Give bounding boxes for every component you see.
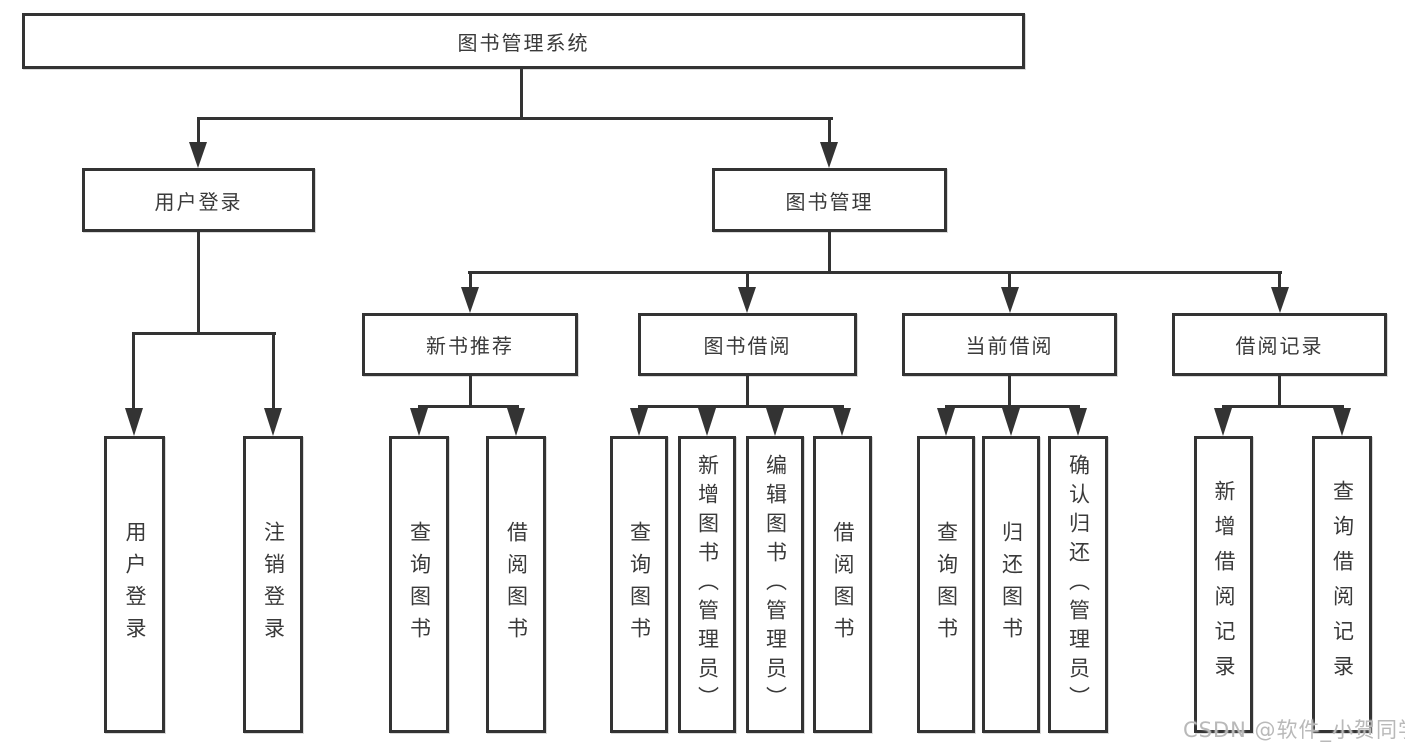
arrowhead-bb-query	[630, 408, 648, 436]
arrowhead-cb-return	[1002, 408, 1020, 436]
connector-user-login-stem	[197, 232, 200, 335]
node-current-borrow: 当前借阅	[902, 313, 1117, 376]
connector-book-mgmt-stem	[828, 232, 831, 273]
node-bb-query-books: 查询图书	[610, 436, 668, 733]
node-cb-query-books-label: 查询图书	[934, 520, 959, 649]
connector-borrow-records-stem	[1278, 376, 1281, 407]
connector-to-logout-leaf-stem	[272, 332, 275, 410]
node-new-book-rec: 新书推荐	[362, 313, 578, 376]
node-bb-add-books: 新增图书（管理员）	[678, 436, 736, 733]
node-nbr-borrow-books-label: 借阅图书	[504, 520, 529, 649]
node-nbr-query-books-label: 查询图书	[407, 520, 432, 649]
connector-to-user-login-stem	[197, 117, 200, 146]
node-cb-confirm-return-label: 确认归还（管理员）	[1066, 454, 1091, 715]
node-logout-leaf: 注销登录	[243, 436, 303, 733]
arrowhead-current-borrow	[1001, 287, 1019, 313]
node-nbr-borrow-books: 借阅图书	[486, 436, 546, 733]
node-borrow-records: 借阅记录	[1172, 313, 1387, 376]
node-book-borrow-label: 图书借阅	[703, 334, 792, 358]
connector-user-login-hbar	[132, 332, 276, 335]
arrowhead-book-borrow	[738, 287, 756, 313]
arrowhead-user-login	[189, 142, 207, 168]
node-root: 图书管理系统	[22, 13, 1025, 69]
arrowhead-cb-query	[937, 408, 955, 436]
connector-new-book-rec-hbar	[418, 405, 519, 408]
node-bb-borrow-books-label: 借阅图书	[831, 520, 855, 649]
node-br-query-record: 查询借阅记录	[1312, 436, 1372, 733]
arrowhead-logout-leaf	[264, 408, 282, 436]
connector-to-book-borrow-stem	[746, 271, 749, 289]
csdn-watermark: CSDN @软件_小贺同学	[1183, 718, 1405, 742]
node-bb-add-books-label: 新增图书（管理员）	[695, 454, 720, 715]
node-br-add-record-label: 新增借阅记录	[1212, 479, 1236, 690]
connector-current-borrow-stem	[1008, 376, 1011, 407]
node-book-mgmt-label: 图书管理	[785, 189, 874, 214]
arrowhead-bb-add	[698, 408, 716, 436]
node-br-add-record: 新增借阅记录	[1194, 436, 1253, 733]
node-br-query-record-label: 查询借阅记录	[1330, 479, 1355, 690]
connector-to-current-borrow-stem	[1008, 271, 1011, 289]
node-book-borrow: 图书借阅	[638, 313, 857, 376]
node-logout-leaf-label: 注销登录	[261, 520, 286, 649]
arrowhead-nbr-query	[410, 408, 428, 436]
connector-root-stem	[520, 69, 523, 119]
node-bb-edit-books-label: 编辑图书（管理员）	[763, 454, 788, 715]
arrowhead-cb-confirm	[1069, 408, 1087, 436]
connector-to-login-leaf-stem	[132, 332, 135, 410]
arrowhead-bb-edit	[766, 408, 784, 436]
node-cb-return-books: 归还图书	[982, 436, 1040, 733]
node-user-login-label: 用户登录	[154, 189, 243, 214]
connector-new-book-rec-stem	[469, 376, 472, 407]
arrowhead-bb-borrow	[833, 408, 851, 436]
connector-book-borrow-hbar	[638, 405, 844, 408]
node-borrow-records-label: 借阅记录	[1235, 334, 1324, 358]
connector-to-new-book-rec-stem	[469, 271, 472, 289]
node-cb-query-books: 查询图书	[917, 436, 975, 733]
connector-book-borrow-stem	[746, 376, 749, 407]
arrowhead-borrow-records	[1271, 287, 1289, 313]
arrowhead-nbr-borrow	[507, 408, 525, 436]
arrowhead-login-leaf	[125, 408, 143, 436]
node-new-book-rec-label: 新书推荐	[426, 334, 514, 358]
node-book-mgmt: 图书管理	[712, 168, 947, 232]
node-cb-confirm-return: 确认归还（管理员）	[1048, 436, 1108, 733]
node-user-login: 用户登录	[82, 168, 315, 232]
node-user-login-leaf: 用户登录	[104, 436, 165, 733]
connector-to-borrow-records-stem	[1278, 271, 1281, 289]
arrowhead-new-book-rec	[461, 287, 479, 313]
node-bb-borrow-books: 借阅图书	[813, 436, 872, 733]
arrowhead-book-mgmt	[820, 142, 838, 168]
node-bb-edit-books: 编辑图书（管理员）	[746, 436, 804, 733]
connector-to-book-mgmt-stem	[828, 117, 831, 146]
connector-borrow-records-hbar	[1222, 405, 1344, 408]
arrowhead-br-query	[1333, 408, 1351, 436]
node-root-label: 图书管理系统	[457, 30, 590, 55]
arrowhead-br-add	[1214, 408, 1232, 436]
connector-book-mgmt-hbar	[468, 271, 1282, 274]
connector-root-hbar	[197, 117, 833, 120]
node-current-borrow-label: 当前借阅	[965, 334, 1054, 358]
node-bb-query-books-label: 查询图书	[627, 520, 652, 649]
node-cb-return-books-label: 归还图书	[999, 520, 1024, 649]
connector-current-borrow-hbar	[945, 405, 1080, 408]
node-user-login-leaf-label: 用户登录	[123, 520, 147, 649]
node-nbr-query-books: 查询图书	[389, 436, 449, 733]
